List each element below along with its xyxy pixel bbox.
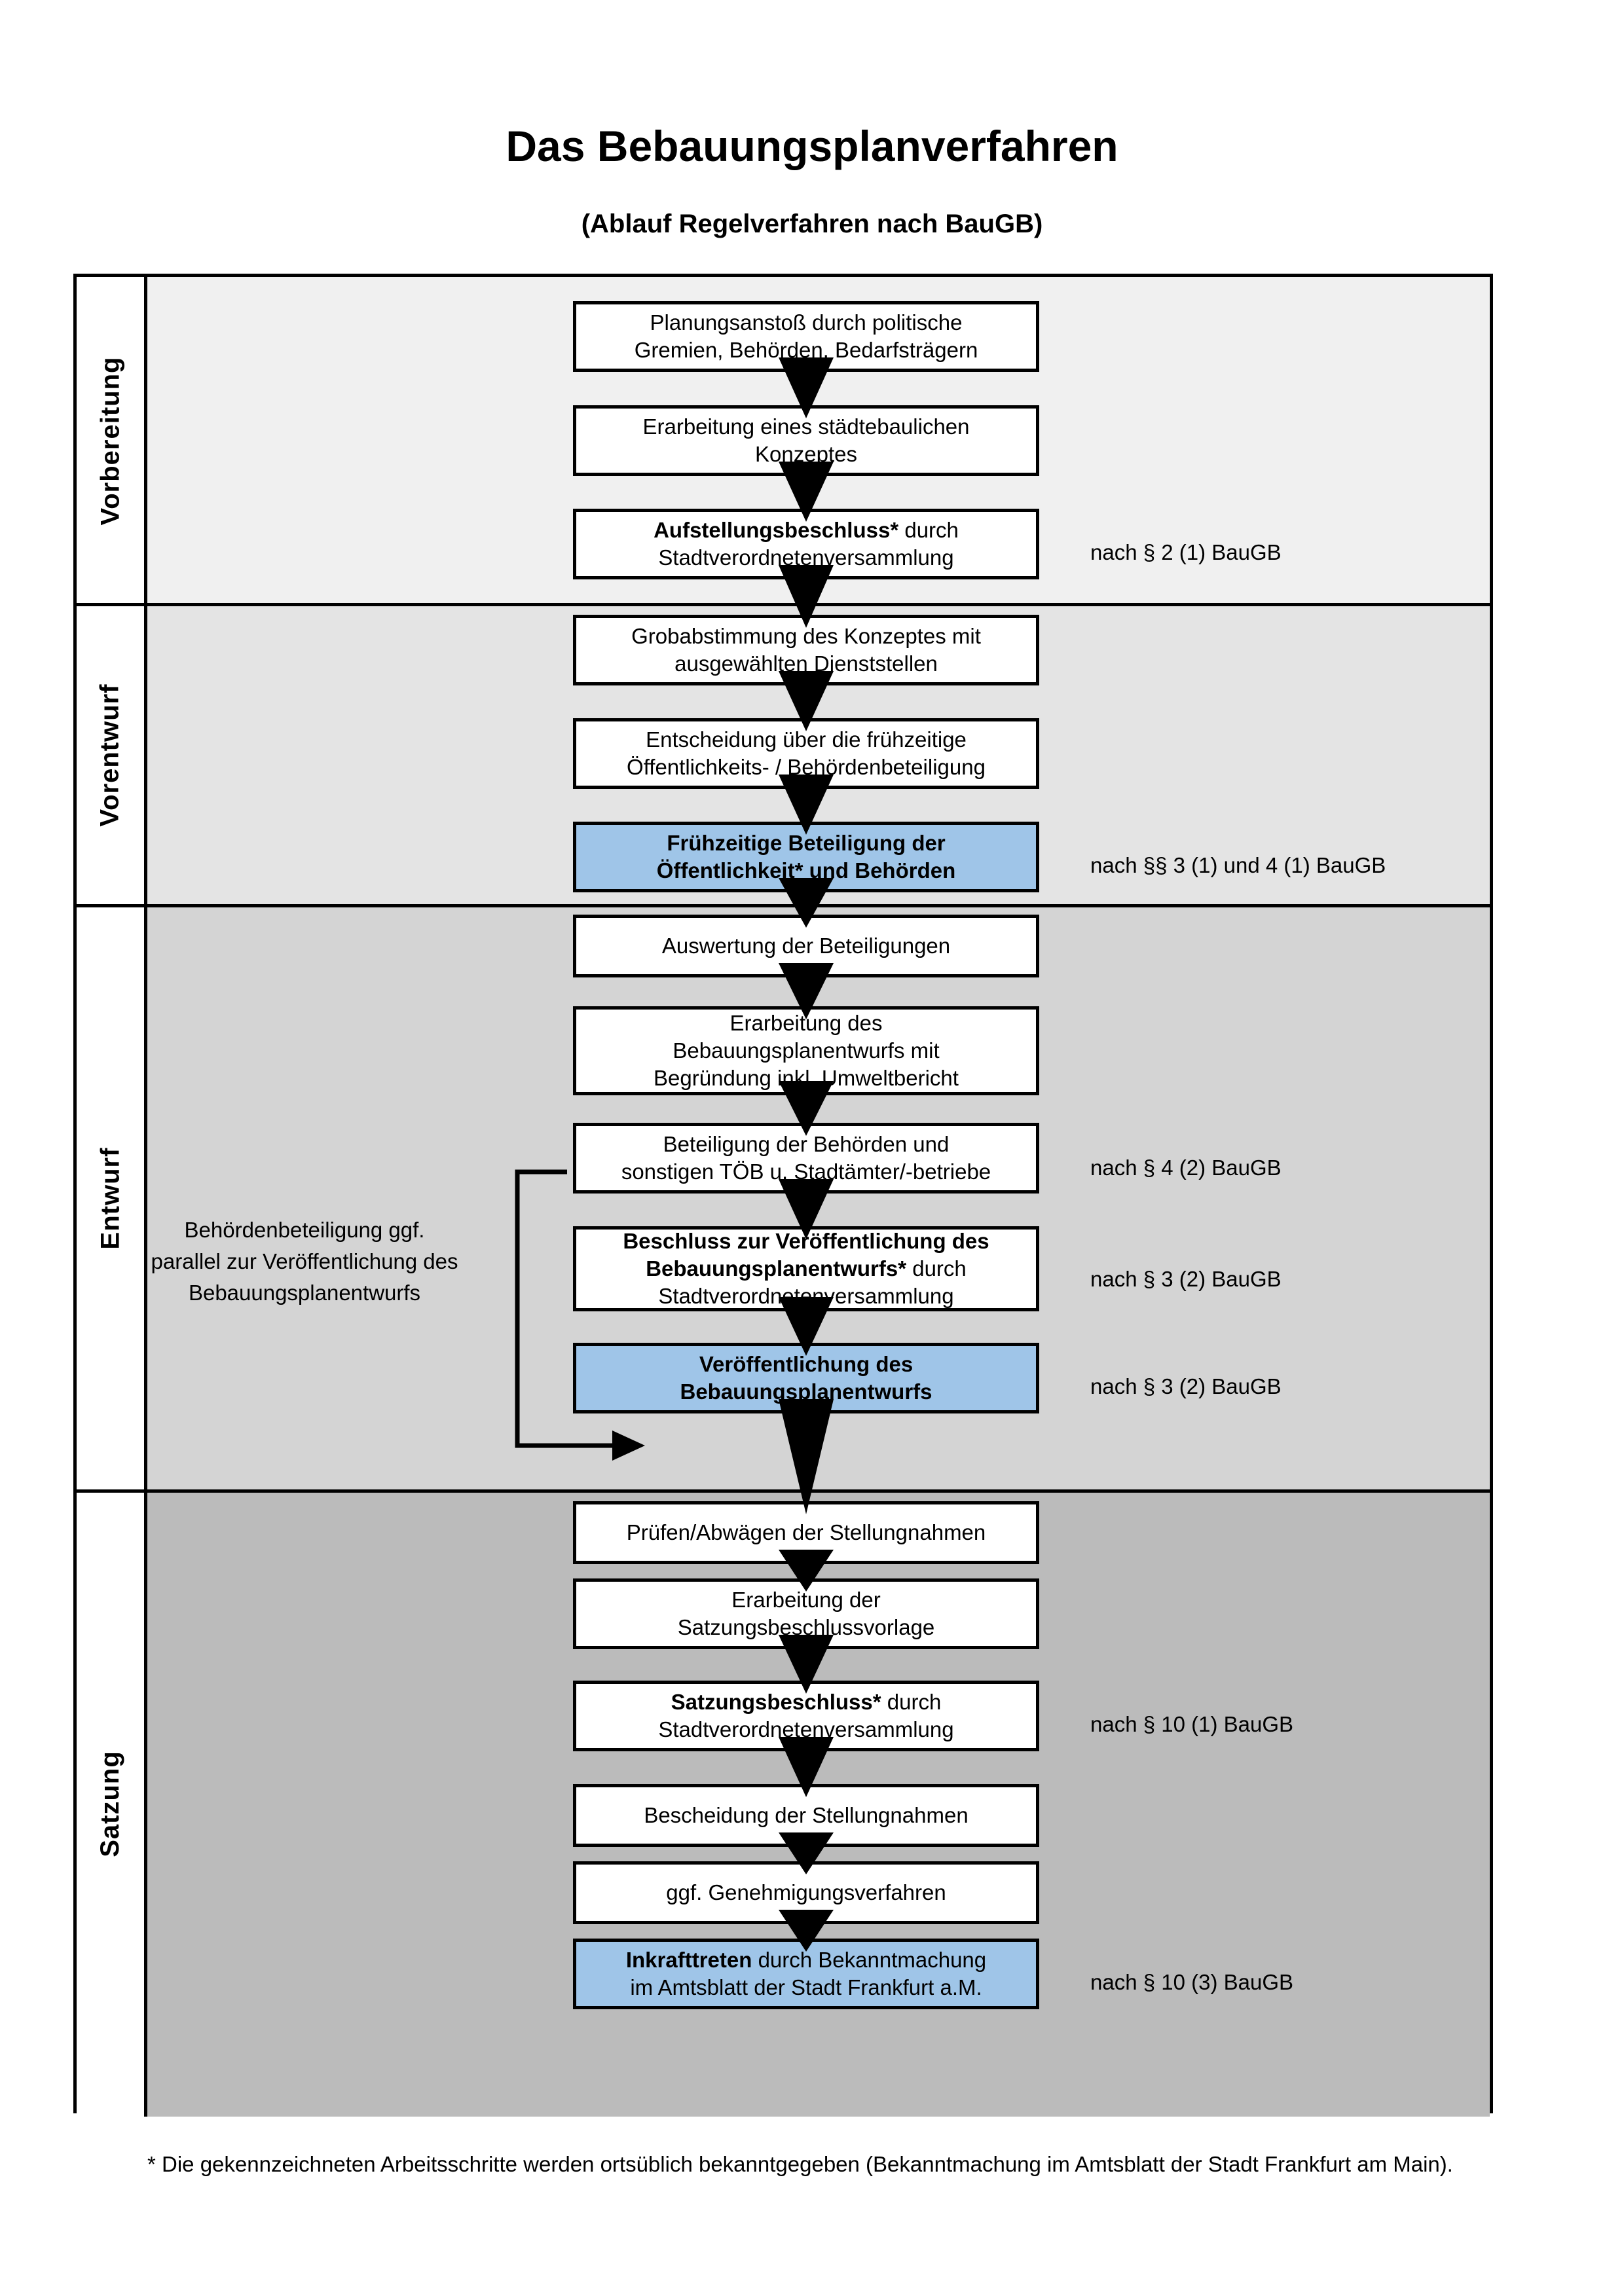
process-box-text: ggf. Genehmigungsverfahren — [666, 1879, 946, 1906]
legal-reference-l2: nach §§ 3 (1) und 4 (1) BauGB — [1090, 853, 1386, 877]
process-box-text: Bescheidung der Stellungnahmen — [644, 1802, 968, 1829]
process-box-line: Planungsanstoß durch politische — [650, 310, 963, 335]
flow-arrow-down — [779, 963, 834, 1019]
flow-arrow-down — [779, 1081, 834, 1136]
process-box-line: Bescheidung der Stellungnahmen — [644, 1802, 969, 1827]
flow-arrow-down — [779, 357, 834, 418]
process-box-line: im Amtsblatt der Stadt Frankfurt a.M. — [630, 1975, 982, 1999]
flow-arrow-down — [779, 878, 834, 928]
legal-reference-l5: nach § 3 (2) BauGB — [1090, 1374, 1282, 1398]
process-box-line: Satzungsbeschluss* durch — [671, 1689, 942, 1714]
legal-reference-l1: nach § 2 (1) BauGB — [1090, 540, 1282, 564]
phase-label-text: Satzung — [96, 1750, 125, 1857]
legal-reference-l6: nach § 10 (1) BauGB — [1090, 1712, 1294, 1736]
flow-arrow-down — [779, 671, 834, 731]
phase-label-entwurf: Entwurf — [77, 905, 147, 1491]
flow-arrow-down — [779, 462, 834, 522]
process-box-line: ggf. Genehmigungsverfahren — [666, 1880, 946, 1904]
flow-arrow-down — [779, 1910, 834, 1952]
flow-arrow-down — [779, 774, 834, 835]
flow-arrow-down — [779, 565, 834, 628]
phase-label-vorbereitung: Vorbereitung — [77, 277, 147, 604]
legal-reference-l4: nach § 3 (2) BauGB — [1090, 1267, 1282, 1291]
process-box-text: Prüfen/Abwägen der Stellungnahmen — [627, 1519, 986, 1546]
footnote: * Die gekennzeichneten Arbeitsschritte w… — [147, 2152, 1453, 2176]
process-box-line: Aufstellungsbeschluss* durch — [654, 517, 959, 542]
phase-label-text: Vorentwurf — [96, 683, 124, 827]
phase-label-text: Entwurf — [96, 1147, 124, 1249]
flow-arrow-down — [779, 1179, 834, 1239]
flow-arrow-down — [779, 1635, 834, 1694]
flow-arrow-down — [779, 1297, 834, 1356]
flow-arrow-down — [779, 1550, 834, 1592]
page-subtitle: (Ablauf Regelverfahren nach BauGB) — [581, 210, 1043, 238]
side-note-behoerdenbeteiligung: Behördenbeteiligung ggf. parallel zur Ve… — [151, 1218, 458, 1305]
process-box-line: Auswertung der Beteiligungen — [661, 933, 951, 958]
process-box-text: Auswertung der Beteiligungen — [662, 932, 950, 960]
process-box-line: Bebauungsplanentwurfs* durch — [646, 1256, 967, 1281]
legal-reference-l3: nach § 4 (2) BauGB — [1090, 1156, 1282, 1180]
flowchart-frame: Vorbereitung Vorentwurf Entwurf Satzung … — [73, 274, 1493, 2117]
flow-arrow-down — [779, 1832, 834, 1874]
process-box-line: Bebauungsplanentwurfs mit — [673, 1038, 940, 1063]
legal-reference-l7: nach § 10 (3) BauGB — [1090, 1970, 1294, 1994]
phase-label-satzung: Satzung — [77, 1491, 147, 2117]
flow-arrow-down — [779, 1399, 834, 1514]
flow-arrow-down — [779, 1737, 834, 1797]
phase-label-text: Vorbereitung — [96, 356, 124, 525]
page-title: Das Bebauungsplanverfahren — [506, 122, 1118, 170]
process-box-line: Prüfen/Abwägen der Stellungnahmen — [626, 1520, 986, 1544]
phase-label-vorentwurf: Vorentwurf — [77, 604, 147, 905]
